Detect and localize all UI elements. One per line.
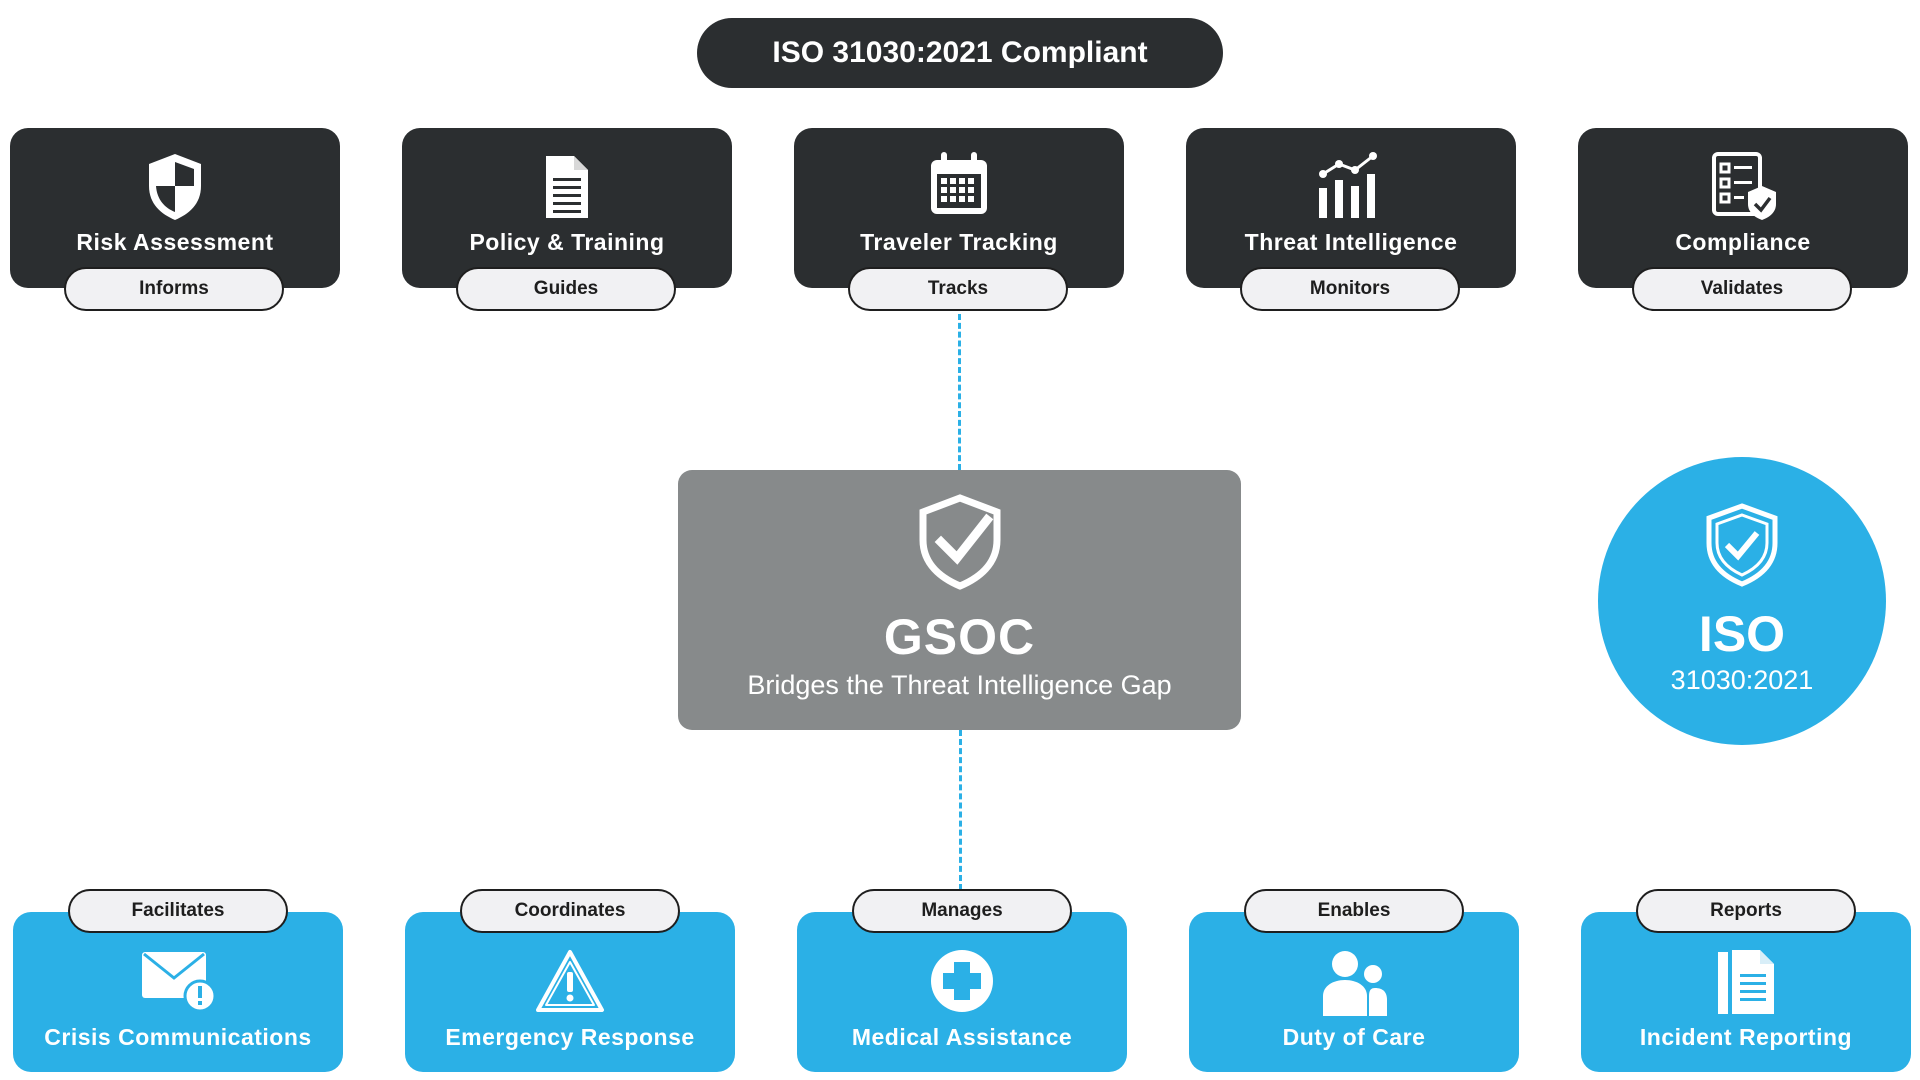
card-medical-assistance: Medical Assistance bbox=[797, 912, 1127, 1072]
card-title: Incident Reporting bbox=[1639, 1024, 1853, 1050]
card-title: Crisis Communications bbox=[44, 1024, 312, 1050]
relation-pill-coordinates: Coordinates bbox=[460, 889, 680, 933]
card-title: Duty of Care bbox=[1282, 1024, 1426, 1050]
banner-title: ISO 31030:2021 Compliant bbox=[772, 36, 1148, 69]
relation-pill-guides: Guides bbox=[456, 267, 676, 311]
gsoc-subtitle: Bridges the Threat Intelligence Gap bbox=[747, 670, 1172, 700]
pill-label: Reports bbox=[1710, 900, 1782, 921]
card-incident-reporting: Incident Reporting bbox=[1581, 912, 1911, 1072]
shield-check-icon bbox=[1598, 503, 1886, 592]
card-risk-assessment bbox=[10, 128, 340, 288]
pill-label: Monitors bbox=[1309, 278, 1391, 299]
relation-pill-manages: Manages bbox=[852, 889, 1072, 933]
card-threat-intelligence bbox=[1186, 128, 1516, 288]
medical-cross-icon bbox=[797, 948, 1127, 1019]
iso-badge: ISO 31030:2021 bbox=[1598, 457, 1886, 745]
connector-top bbox=[958, 314, 961, 470]
card-title: Traveler Tracking bbox=[860, 229, 1058, 255]
pill-label: Guides bbox=[533, 278, 599, 299]
relation-pill-tracks: Tracks bbox=[848, 267, 1068, 311]
pill-label: Tracks bbox=[927, 278, 989, 299]
shield-icon bbox=[10, 152, 340, 227]
pill-label: Informs bbox=[139, 278, 209, 299]
document-icon bbox=[402, 152, 732, 227]
report-icon bbox=[1581, 948, 1911, 1021]
relation-pill-informs: Informs bbox=[64, 267, 284, 311]
relation-pill-facilitates: Facilitates bbox=[68, 889, 288, 933]
card-title: Emergency Response bbox=[445, 1024, 695, 1050]
iso-title: ISO bbox=[1698, 606, 1786, 662]
people-icon bbox=[1189, 948, 1519, 1023]
relation-pill-validates: Validates bbox=[1632, 267, 1852, 311]
relation-pill-reports: Reports bbox=[1636, 889, 1856, 933]
relation-pill-enables: Enables bbox=[1244, 889, 1464, 933]
gsoc-title: GSOC bbox=[883, 609, 1036, 665]
card-compliance bbox=[1578, 128, 1908, 288]
calendar-icon bbox=[794, 152, 1124, 223]
warning-icon bbox=[405, 948, 735, 1019]
card-crisis-communications: Crisis Communications bbox=[13, 912, 343, 1072]
pill-label: Facilitates bbox=[131, 900, 225, 921]
bar-chart-icon bbox=[1186, 152, 1516, 225]
pill-label: Coordinates bbox=[514, 900, 626, 921]
card-title: Policy & Training bbox=[469, 229, 665, 255]
card-title: Compliance bbox=[1675, 229, 1811, 255]
card-title: Threat Intelligence bbox=[1244, 229, 1458, 255]
shield-check-icon bbox=[678, 494, 1241, 595]
pill-label: Validates bbox=[1700, 278, 1784, 299]
checklist-icon bbox=[1578, 152, 1908, 227]
card-emergency-response: Emergency Response bbox=[405, 912, 735, 1072]
envelope-alert-icon bbox=[13, 948, 343, 1019]
connector-bottom bbox=[959, 730, 962, 890]
card-title: Risk Assessment bbox=[76, 229, 274, 255]
gsoc-hub: GSOC Bridges the Threat Intelligence Gap bbox=[678, 470, 1241, 730]
compliance-banner: ISO 31030:2021 Compliant bbox=[697, 18, 1223, 88]
pill-label: Manages bbox=[921, 900, 1003, 921]
iso-subtitle: 31030:2021 bbox=[1670, 665, 1814, 695]
card-title: Medical Assistance bbox=[851, 1024, 1073, 1050]
pill-label: Enables bbox=[1317, 900, 1391, 921]
card-traveler-tracking bbox=[794, 128, 1124, 288]
card-policy-training bbox=[402, 128, 732, 288]
card-duty-of-care: Duty of Care bbox=[1189, 912, 1519, 1072]
relation-pill-monitors: Monitors bbox=[1240, 267, 1460, 311]
